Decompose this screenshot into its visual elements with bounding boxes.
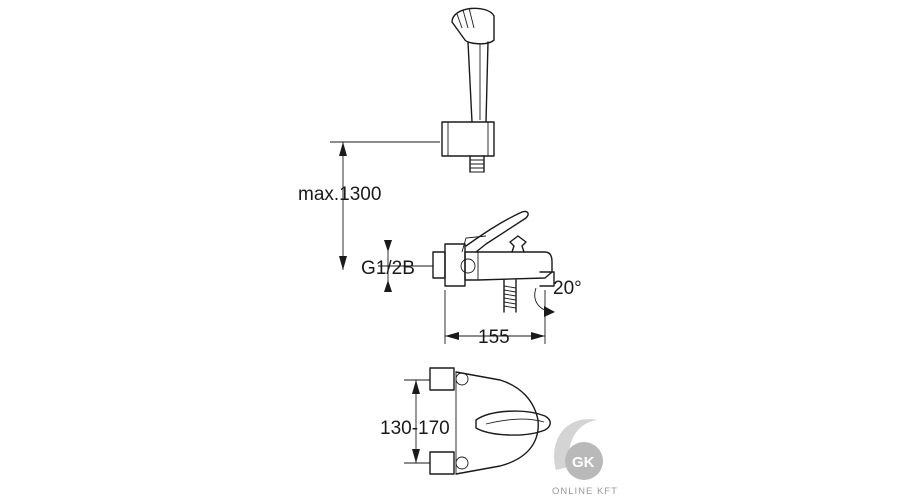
length-dimension: 155 <box>444 290 546 348</box>
height-dimension-label: max.1300 <box>298 184 381 205</box>
logo-company-name: ONLINE KFT <box>552 486 618 497</box>
logo-swoosh <box>554 419 598 470</box>
mixer-side-view <box>432 210 555 317</box>
logo-circle <box>565 442 603 480</box>
thread-dimension: G1/2B <box>361 240 433 292</box>
company-logo: GK ONLINE KFT <box>552 419 618 497</box>
centre-distance-label: 130-170 <box>380 418 450 439</box>
thread-dimension-label: G1/2B <box>361 258 415 279</box>
hand-shower <box>441 7 495 173</box>
length-dimension-label: 155 <box>478 327 510 348</box>
height-dimension: max.1300 <box>298 141 440 270</box>
angle-label: 20° <box>553 278 582 299</box>
centre-distance-dimension: 130-170 <box>380 379 450 464</box>
logo-initials: GK <box>572 454 595 471</box>
